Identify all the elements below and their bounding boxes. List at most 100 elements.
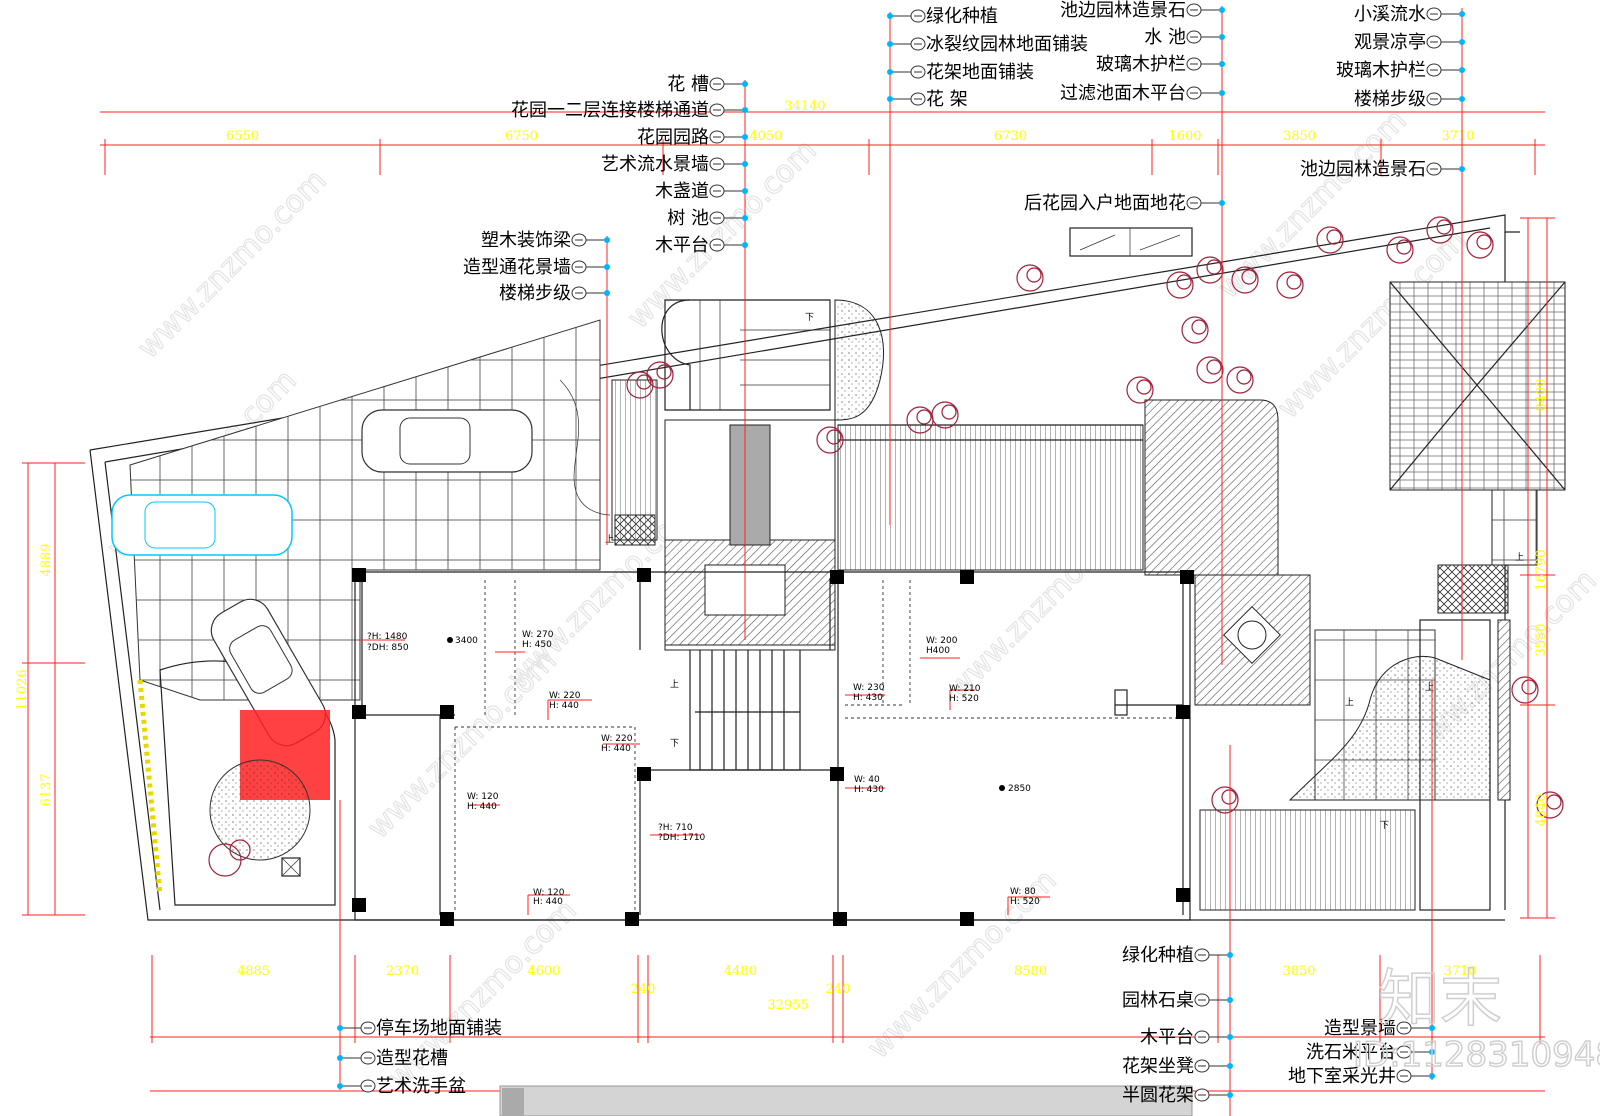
site-watermark: www.znzmo.com <box>131 163 334 366</box>
pillar <box>833 912 847 926</box>
leader-text: 池边园林造景石 <box>1300 159 1426 180</box>
stair-mark: 上 <box>605 534 614 545</box>
annotation: H: 440 <box>533 897 563 907</box>
annotation: W: 40 <box>854 775 880 785</box>
leader-dot <box>1227 952 1233 958</box>
shrub-icon <box>1226 366 1254 394</box>
dimension-value: 3850 <box>1282 964 1315 979</box>
leader-dot <box>1429 1025 1435 1031</box>
leader-text: 洗石米平台 <box>1306 1042 1396 1063</box>
leader-label: 地下室采光井 <box>1288 1066 1435 1087</box>
stair-mark: 上 <box>1345 697 1354 708</box>
pillar <box>830 767 844 781</box>
id-watermark: ID:1128310948 <box>1353 1035 1600 1075</box>
dimension-value: 32955 <box>767 998 808 1013</box>
shrub-icon <box>1181 316 1209 344</box>
dimension-value: 4889 <box>39 543 54 576</box>
leader-label: 园林石桌 <box>1122 990 1233 1011</box>
annotation: W: 270 <box>522 630 554 640</box>
leader-label: 观景凉亭 <box>1354 32 1465 53</box>
pillar <box>830 570 844 584</box>
pillar <box>1180 570 1194 584</box>
leader-dot <box>1459 166 1465 172</box>
shrub-icon <box>1316 226 1344 254</box>
pillar <box>625 912 639 926</box>
leader-text: 园林石桌 <box>1122 990 1194 1011</box>
pillar <box>960 912 974 926</box>
dimension-value: 8580 <box>1014 964 1047 979</box>
leader-label: 玻璃木护栏 <box>1336 60 1465 81</box>
leader-label: 木平台 <box>1140 1027 1233 1048</box>
site-watermark: www.znzmo.com <box>361 643 564 846</box>
leader-dot <box>887 41 893 47</box>
dimension-value: 4885 <box>237 964 270 979</box>
dimension-value: 4050 <box>749 129 782 144</box>
annotation: W: 120 <box>467 792 499 802</box>
leader-dot <box>742 161 748 167</box>
leader-text: 木盏道 <box>655 181 709 202</box>
stair-mark: 上 <box>1515 552 1524 563</box>
leader-text: 花 槽 <box>667 74 709 95</box>
leader-dot <box>1219 34 1225 40</box>
scrollbar-thumb[interactable] <box>502 1088 524 1116</box>
pergola <box>837 424 1144 571</box>
leader-label: 造型通花景墙 <box>463 257 610 278</box>
leader-dot <box>1219 90 1225 96</box>
leader-dot <box>1219 7 1225 13</box>
dimension-value: 3850 <box>1283 129 1316 144</box>
leader-dot <box>1227 1092 1233 1098</box>
leader-label: 塑木装饰梁 <box>481 230 610 251</box>
leader-label: 木盏道 <box>655 181 748 202</box>
dimension-value: 3710 <box>1441 129 1474 144</box>
leader-dot <box>337 1025 343 1031</box>
car-icon <box>111 494 293 556</box>
leader-text: 花园园路 <box>637 127 709 148</box>
annotation: W: 200 <box>926 636 958 646</box>
parking-area <box>111 319 611 906</box>
leader-text: 楼梯步级 <box>499 283 571 304</box>
entry-paving <box>1194 574 1311 706</box>
shrub-icon <box>1386 236 1414 264</box>
dimension-value: 3550 <box>1534 623 1549 656</box>
stair-mark: 下 <box>1380 821 1389 831</box>
leader-label: 后花园入户地面地花 <box>1024 193 1225 214</box>
leader-label: 水 池 <box>1144 27 1225 48</box>
shrub-icon <box>1016 264 1044 292</box>
shrub-icon <box>1126 376 1154 404</box>
annotation: H: 430 <box>853 693 883 703</box>
leader-label: 花架地面铺装 <box>887 62 1034 83</box>
leader-label: 绿化种植 <box>1122 945 1233 966</box>
leader-text: 玻璃木护栏 <box>1336 60 1426 81</box>
leader-text: 小溪流水 <box>1354 4 1426 25</box>
annotation: W: 210 <box>949 684 981 694</box>
shrub-icon <box>646 361 674 389</box>
annotation: ?H: 710 <box>658 823 693 833</box>
stair-mark: 下 <box>805 313 814 323</box>
dimension-value: 6730 <box>994 129 1027 144</box>
leader-dot <box>887 96 893 102</box>
leader-label: 树 池 <box>667 208 748 229</box>
leader-dot <box>337 1055 343 1061</box>
annotation: W: 80 <box>1010 887 1036 897</box>
leader-dot <box>604 290 610 296</box>
dimension-value: 1600 <box>1168 129 1201 144</box>
dimension-value: 4480 <box>724 964 757 979</box>
dimension-value: 6137 <box>39 773 54 806</box>
leader-label: 过滤池面木平台 <box>1060 83 1225 104</box>
pillar <box>637 568 651 582</box>
leader-label: 半圆花架 <box>1122 1085 1233 1106</box>
leader-dot <box>1429 1073 1435 1079</box>
leader-text: 地下室采光井 <box>1288 1066 1396 1087</box>
dimension-value: 2370 <box>386 964 419 979</box>
leader-dot <box>1227 997 1233 1003</box>
dimension-value: 6550 <box>226 129 259 144</box>
leader-label: 木平台 <box>655 235 748 256</box>
leader-dot <box>1459 39 1465 45</box>
leader-label: 花园一二层连接楼梯通道 <box>511 100 748 121</box>
pillar <box>637 767 651 781</box>
leader-text: 冰裂纹园林地面铺装 <box>926 34 1088 55</box>
leader-dot <box>1219 200 1225 206</box>
horizontal-scrollbar[interactable] <box>499 1085 1193 1116</box>
leader-label: 花架坐凳 <box>1122 1056 1233 1077</box>
